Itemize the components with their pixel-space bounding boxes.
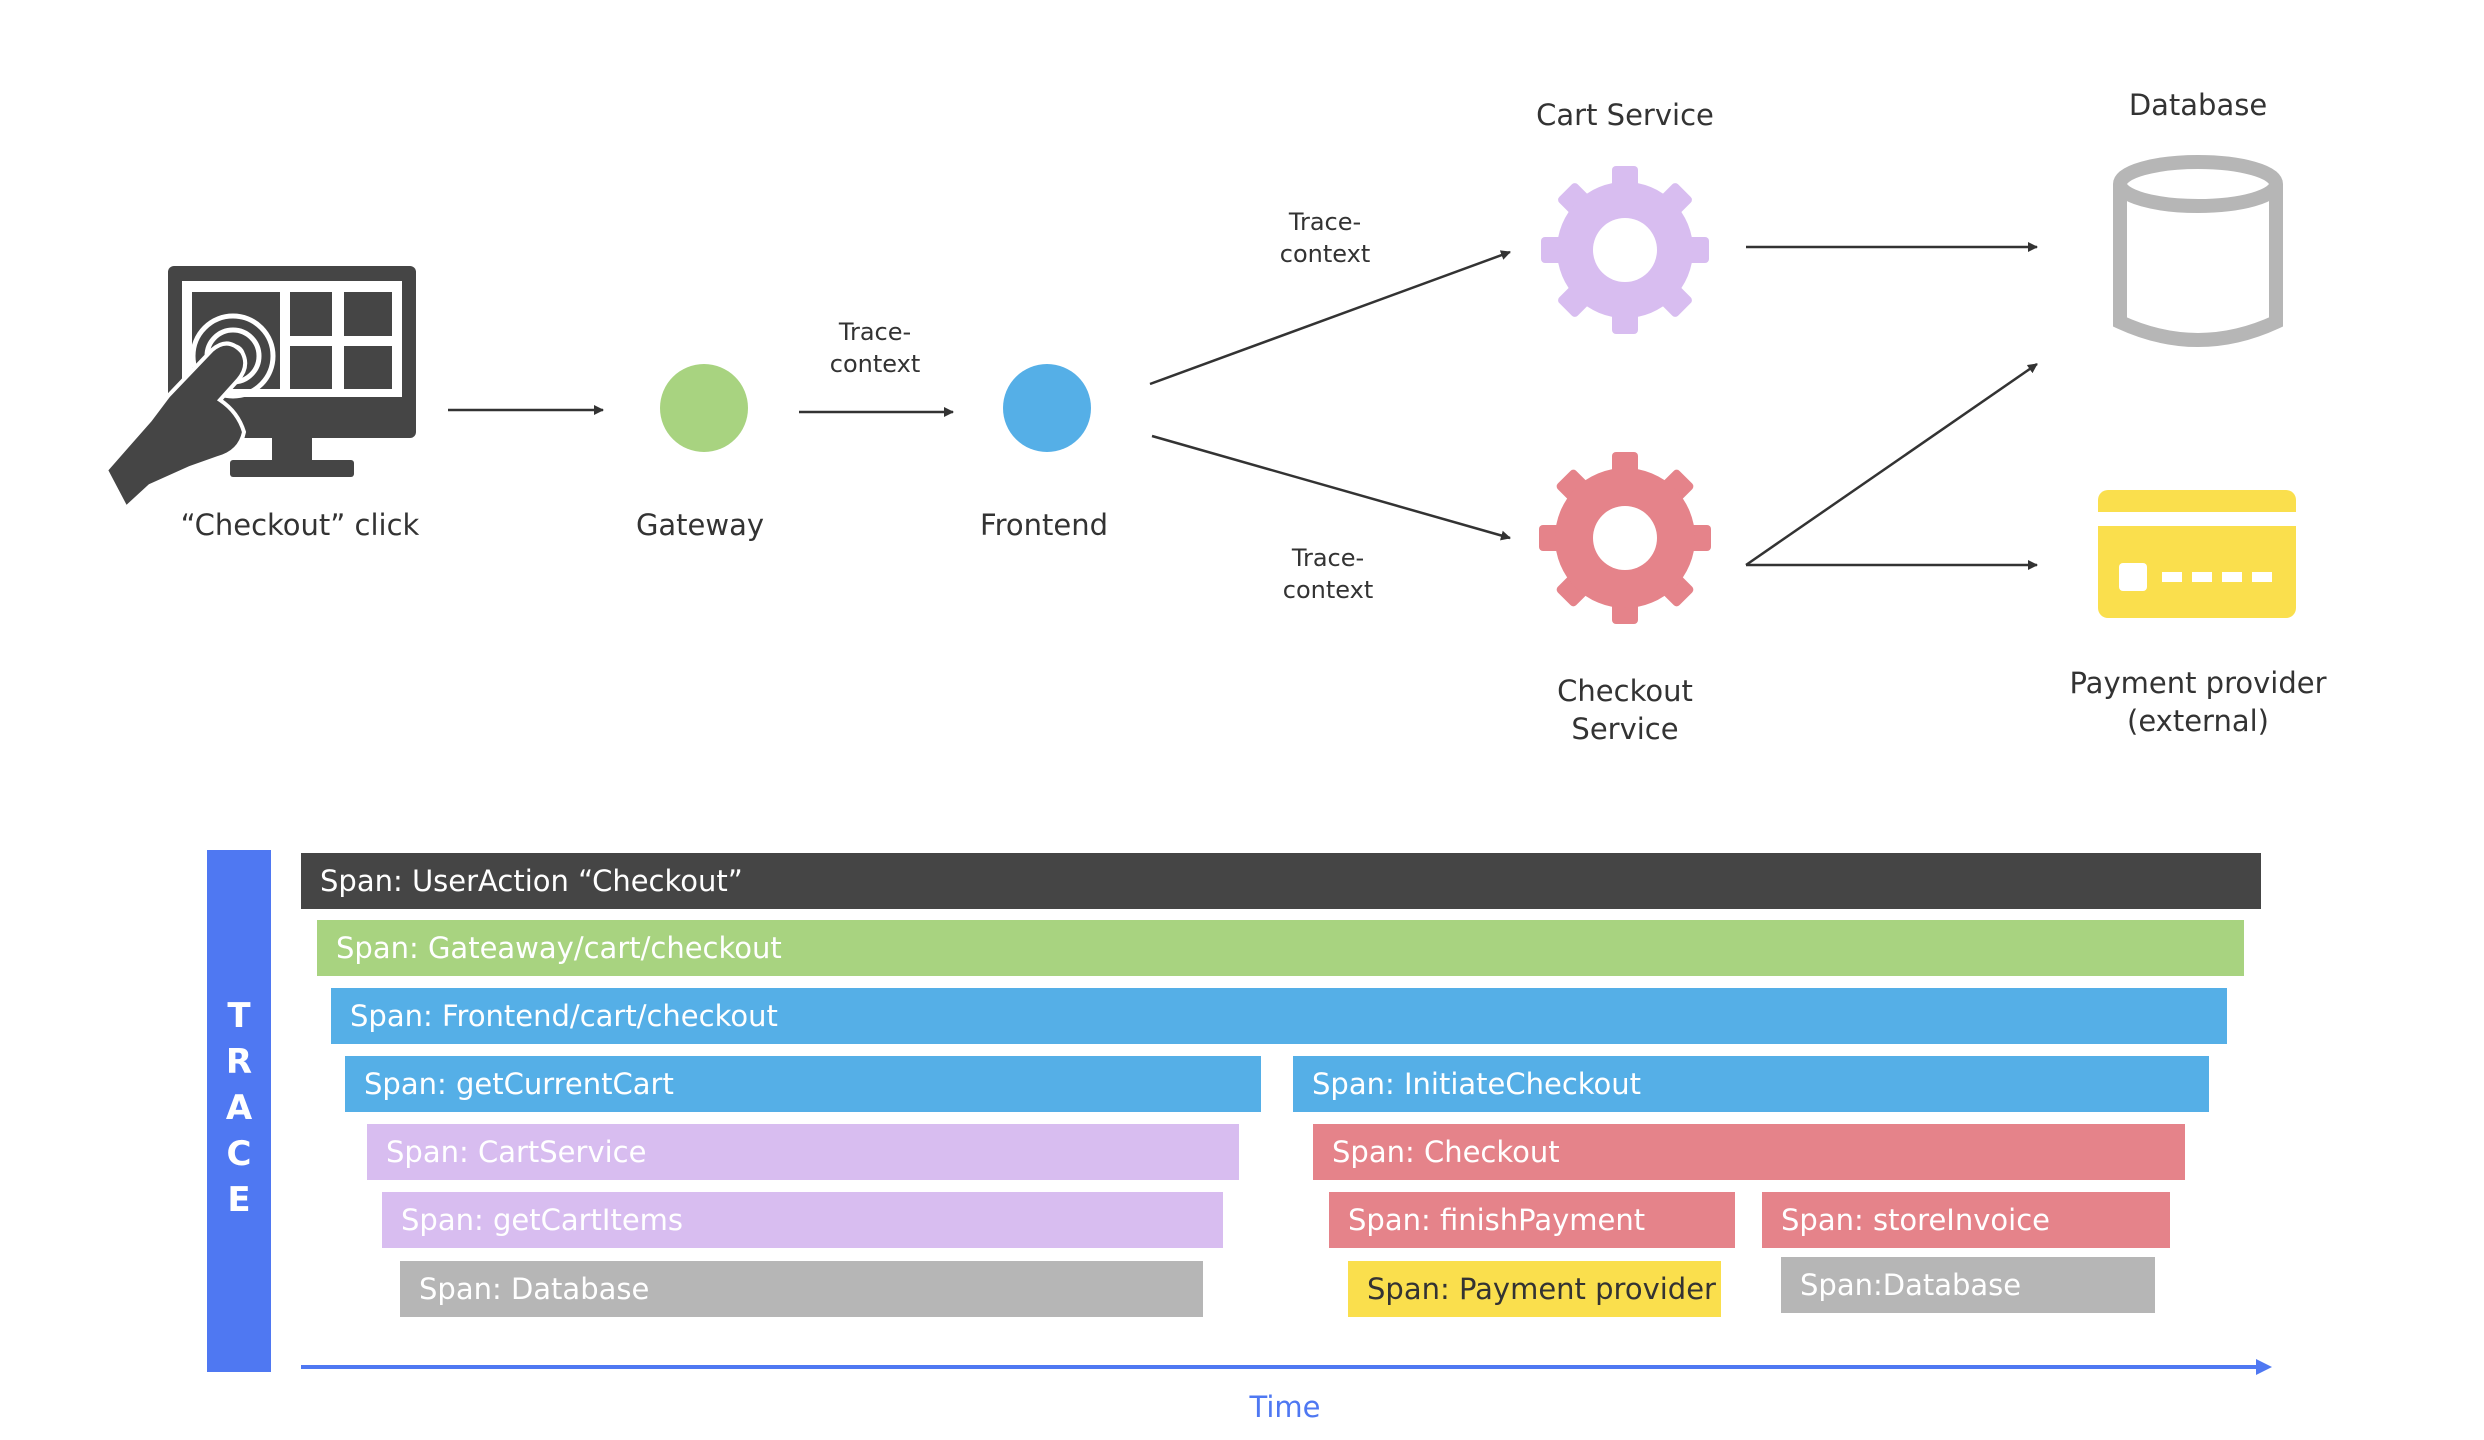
gateway-node — [660, 364, 748, 452]
payment-provider-label-line2: (external) — [2127, 704, 2269, 738]
time-axis — [301, 1359, 2272, 1375]
span-label: Span: CartService — [386, 1135, 647, 1169]
trace-context-label-2b: context — [1279, 240, 1371, 268]
span-label: Span: getCartItems — [401, 1203, 684, 1237]
cart-service-label: Cart Service — [1536, 98, 1714, 132]
span-get-cart-items: Span: getCartItems — [382, 1192, 1223, 1248]
monitor-click-icon — [103, 266, 416, 512]
arrow-checkout-to-database — [1745, 362, 2038, 567]
span-finish-payment: Span: finishPayment — [1329, 1192, 1735, 1248]
span-label: Span: Gateaway/cart/checkout — [336, 931, 782, 965]
span-label: Span: InitiateCheckout — [1312, 1067, 1642, 1101]
trace-side-bar: T R A C E — [207, 850, 271, 1372]
span-gateway: Span: Gateaway/cart/checkout — [317, 920, 2244, 976]
cart-service-gear-icon — [1541, 166, 1709, 334]
span-store-invoice: Span: storeInvoice — [1762, 1192, 2170, 1248]
span-frontend: Span: Frontend/cart/checkout — [331, 988, 2227, 1044]
span-label: Span: Database — [419, 1272, 650, 1306]
frontend-label: Frontend — [980, 508, 1108, 542]
trace-letter-c: C — [226, 1134, 252, 1174]
span-payment-provider: Span: Payment provider — [1348, 1261, 1721, 1317]
span-user-action: Span: UserAction “Checkout” — [301, 853, 2261, 909]
span-database-checkout: Span:Database — [1781, 1257, 2155, 1313]
span-label: Span: Checkout — [1332, 1135, 1560, 1169]
span-get-current-cart: Span: getCurrentCart — [345, 1056, 1261, 1112]
checkout-click-label: “Checkout” click — [180, 508, 420, 542]
frontend-node — [1003, 364, 1091, 452]
span-database-cart: Span: Database — [400, 1261, 1203, 1317]
span-label: Span: UserAction “Checkout” — [320, 864, 743, 898]
time-axis-arrowhead — [2256, 1359, 2272, 1375]
span-initiate-checkout: Span: InitiateCheckout — [1293, 1056, 2209, 1112]
span-label: Span: Payment provider — [1367, 1272, 1716, 1306]
trace-context-label-1b: context — [829, 350, 921, 378]
database-icon — [2113, 155, 2283, 347]
payment-provider-label-line1: Payment provider — [2069, 666, 2327, 700]
trace-letter-e: E — [227, 1180, 251, 1220]
checkout-service-gear-icon — [1539, 452, 1711, 624]
span-label: Span: Frontend/cart/checkout — [350, 999, 778, 1033]
time-label: Time — [1249, 1390, 1321, 1424]
span-label: Span: getCurrentCart — [364, 1067, 674, 1101]
span-cart-service: Span: CartService — [367, 1124, 1239, 1180]
gateway-label: Gateway — [635, 508, 765, 542]
trace-letter-a: A — [225, 1088, 253, 1128]
database-label: Database — [2128, 88, 2268, 122]
trace-letter-t: T — [227, 996, 251, 1036]
trace-context-label-3b: context — [1282, 576, 1374, 604]
trace-context-label-1a: Trace- — [838, 318, 912, 346]
service-flow-diagram — [103, 155, 2296, 624]
span-label: Span: finishPayment — [1348, 1203, 1646, 1237]
checkout-service-label-line2: Service — [1571, 712, 1679, 746]
arrow-frontend-to-cart — [1149, 250, 1511, 386]
span-label: Span: storeInvoice — [1781, 1203, 2050, 1237]
arrow-frontend-to-checkout — [1151, 434, 1511, 541]
checkout-service-label-line1: Checkout — [1557, 674, 1693, 708]
trace-context-label-2a: Trace- — [1288, 208, 1362, 236]
trace-letter-r: R — [225, 1042, 253, 1082]
trace-context-label-3a: Trace- — [1291, 544, 1365, 572]
span-checkout: Span: Checkout — [1313, 1124, 2185, 1180]
credit-card-icon — [2098, 490, 2296, 618]
span-label: Span:Database — [1800, 1268, 2022, 1302]
